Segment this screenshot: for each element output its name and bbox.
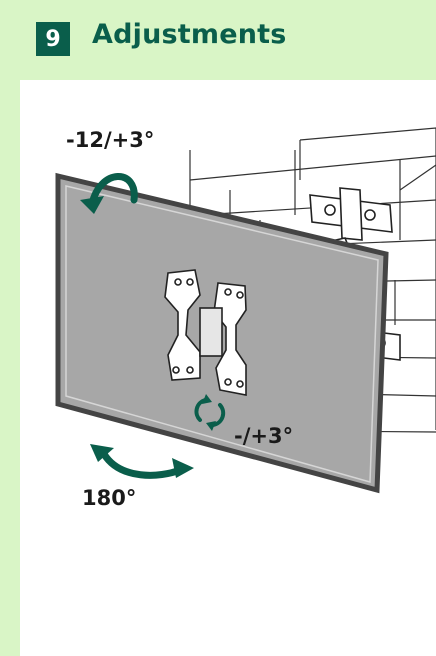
swivel-arrow-icon [90, 444, 194, 479]
tilt-angle-label: -12/+3° [66, 128, 155, 152]
rotation-arrow-icon [194, 394, 226, 431]
step-number-badge: 9 [36, 22, 70, 56]
swivel-angle-label: 180° [82, 486, 137, 510]
tilt-arrow-icon [80, 173, 138, 214]
tv-mount-illustration [55, 127, 436, 494]
step-title: Adjustments [92, 19, 287, 50]
sidebar-tint [0, 0, 20, 656]
tv-bracket [164, 269, 247, 396]
header-band [0, 0, 436, 80]
rotation-angle-label: -/+3° [234, 424, 294, 448]
